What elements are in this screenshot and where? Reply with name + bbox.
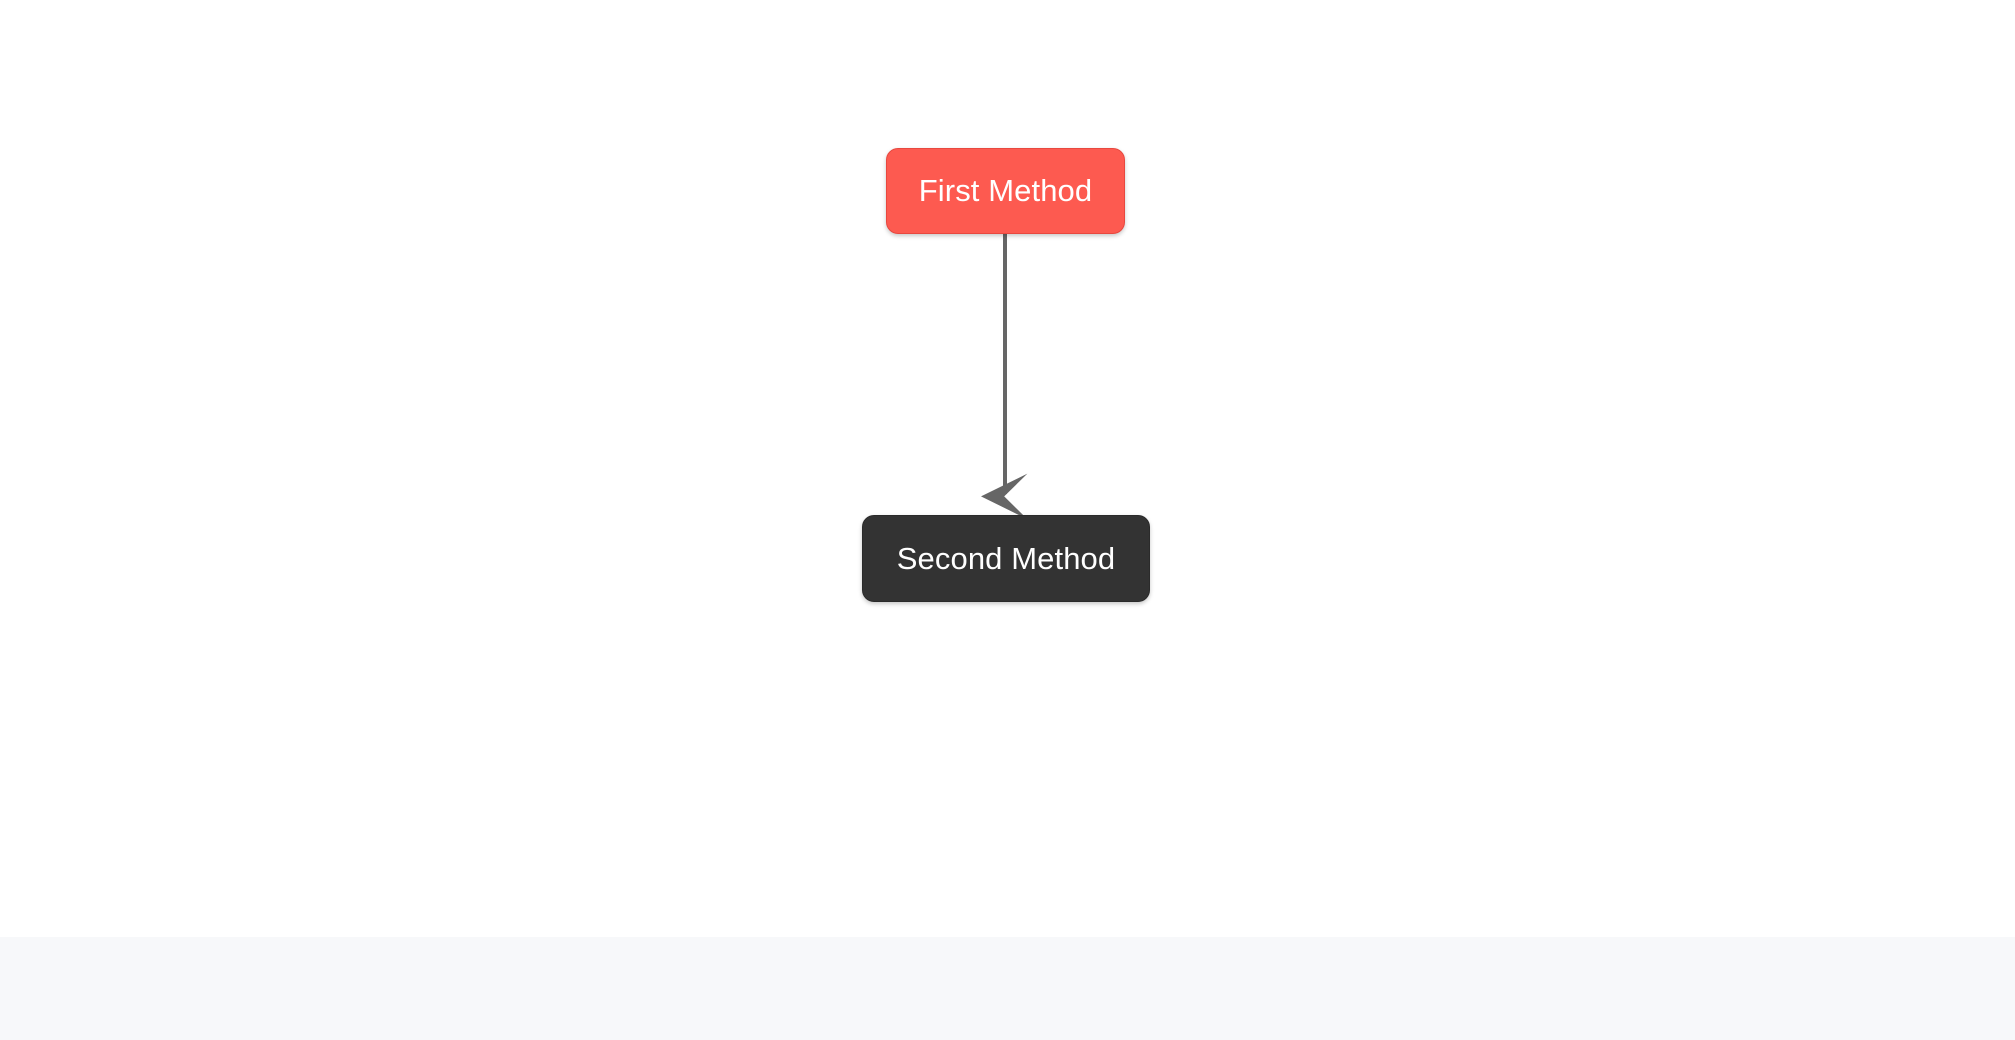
- node-first-method[interactable]: First Method: [886, 148, 1125, 234]
- node-label: Second Method: [896, 540, 1116, 576]
- flow-canvas[interactable]: First Method Second Method: [0, 0, 2015, 937]
- node-label: First Method: [918, 173, 1093, 208]
- node-second-method[interactable]: Second Method: [862, 515, 1150, 602]
- legend-bar: crew crew ai ai Start Method Method Crew: [0, 937, 2015, 1040]
- edge-layer: [981, 234, 1028, 520]
